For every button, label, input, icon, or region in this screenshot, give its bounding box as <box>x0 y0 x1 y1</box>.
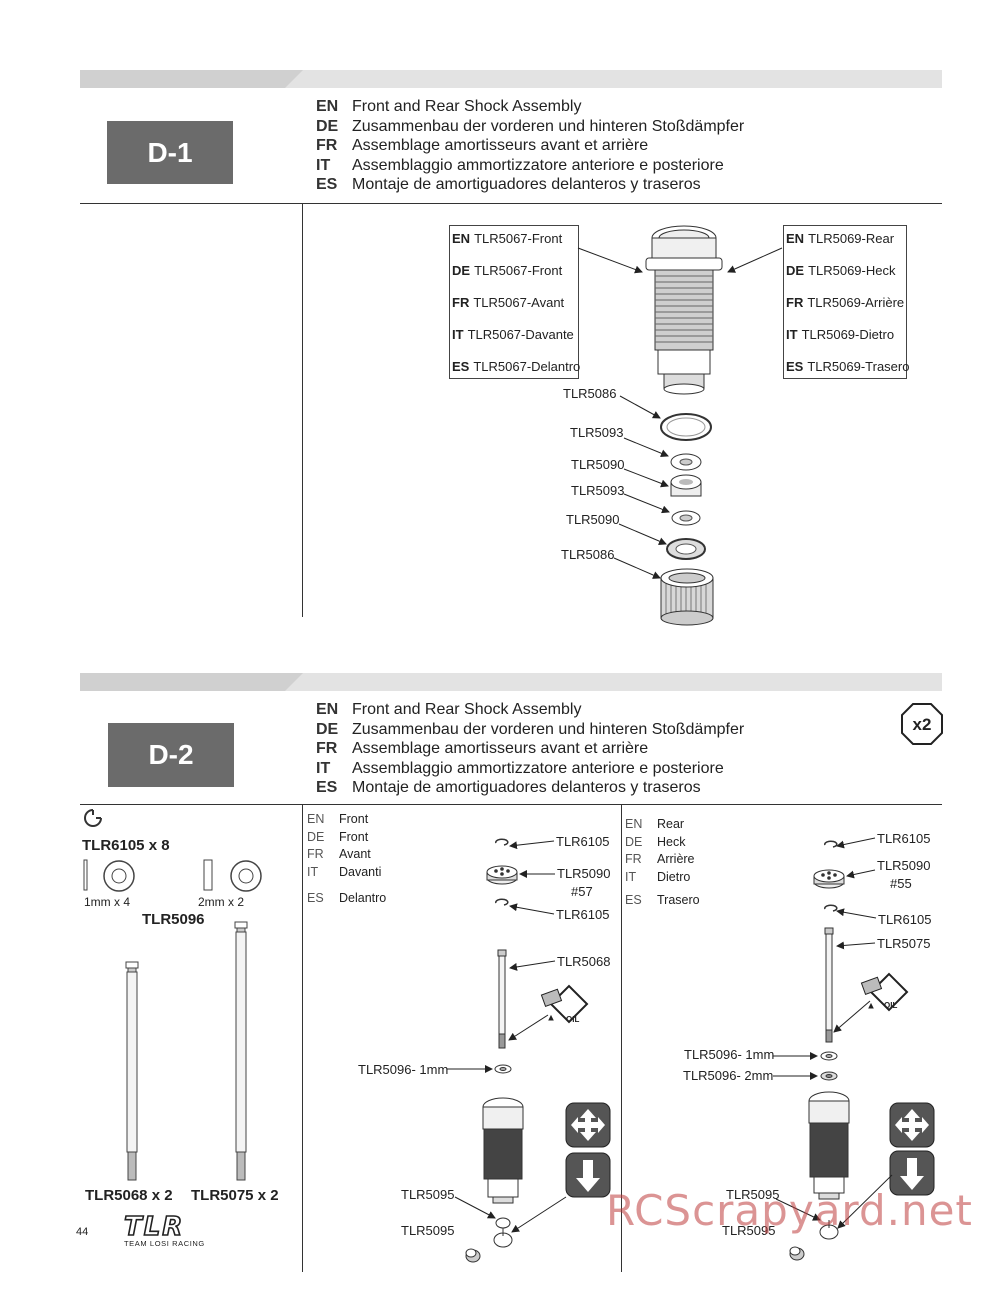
tlr-logo: TLR TEAM LOSI RACING <box>123 1211 205 1248</box>
part-label-tlr5090-b: TLR5090 <box>566 512 620 527</box>
rear-clip-top-label: TLR6105 <box>877 831 931 846</box>
shaft-front-label: TLR5068 x 2 <box>85 1187 173 1204</box>
front-end-label-a: TLR5095 <box>401 1187 455 1202</box>
washer-1mm-label: 1mm x 4 <box>84 895 131 909</box>
svg-text:OIL: OIL <box>566 1015 579 1024</box>
step-label-d1: D-1 <box>107 121 233 184</box>
rear-piston-label: TLR5090 <box>877 858 931 873</box>
rear-shock-parts <box>789 840 850 1261</box>
washer-2mm-label: 2mm x 2 <box>198 895 245 909</box>
svg-text:OIL: OIL <box>884 1001 897 1010</box>
front-piston-label: TLR5090 <box>557 866 611 881</box>
push-down-icon <box>565 1152 611 1198</box>
rear-shaft-label: TLR5075 <box>877 936 931 951</box>
quantity-x2-badge: x2 <box>901 703 943 745</box>
site-watermark: RCScrapyard.net <box>606 1186 973 1235</box>
column-divider-d2-right <box>621 804 622 1272</box>
divider-d2 <box>80 804 942 805</box>
front-clip-top-label: TLR6105 <box>556 834 610 849</box>
front-shock-parts <box>465 838 524 1263</box>
shaft-rear-label: TLR5075 x 2 <box>191 1187 279 1204</box>
part-label-tlr5090-a: TLR5090 <box>571 457 625 472</box>
svg-text:TEAM LOSI RACING: TEAM LOSI RACING <box>124 1239 205 1248</box>
shock-assembly-diagram: OIL OIL <box>447 837 935 1263</box>
column-divider-d2-left <box>302 804 303 1272</box>
shock-body-exploded-diagram <box>577 225 783 626</box>
svg-text:TLR: TLR <box>124 1212 184 1242</box>
part-label-tlr5093-b: TLR5093 <box>571 483 625 498</box>
washers-illustration <box>83 859 262 892</box>
front-piston-number: #57 <box>571 884 593 899</box>
rear-end-label-a: TLR5095 <box>726 1187 780 1202</box>
shock-shafts-illustration <box>125 921 248 1181</box>
push-down-icon <box>889 1150 935 1196</box>
oil-icon: OIL <box>860 972 909 1012</box>
move-arrows-icon <box>889 1102 935 1148</box>
rear-clip-bottom-label: TLR6105 <box>878 912 932 927</box>
section-band-d2 <box>80 673 942 691</box>
svg-text:x2: x2 <box>913 715 932 734</box>
front-clip-bottom-label: TLR6105 <box>556 907 610 922</box>
move-arrows-icon <box>565 1102 611 1148</box>
oil-icon: OIL <box>540 984 589 1024</box>
rear-end-label-b: TLR5095 <box>722 1223 776 1238</box>
divider-d1 <box>80 203 942 204</box>
section-band-d1 <box>80 70 942 88</box>
front-washer-label: TLR5096- 1mm <box>358 1062 449 1077</box>
e-clip-icon <box>84 809 102 827</box>
shock-cap-part <box>660 568 714 626</box>
part-label-tlr5086-a: TLR5086 <box>563 386 617 401</box>
page-number: 44 <box>76 1226 89 1238</box>
part-label-tlr5093-a: TLR5093 <box>570 425 624 440</box>
clip-quantity-label: TLR6105 x 8 <box>82 837 170 854</box>
rear-washer-label-a: TLR5096- 1mm <box>684 1047 775 1062</box>
washer-part-label: TLR5096 <box>142 911 205 928</box>
rear-washer-label-b: TLR5096- 2mm <box>683 1068 774 1083</box>
front-shaft-label: TLR5068 <box>557 954 611 969</box>
column-divider-d1 <box>302 203 303 617</box>
front-end-label-b: TLR5095 <box>401 1223 455 1238</box>
rear-piston-number: #55 <box>890 876 912 891</box>
part-label-tlr5086-b: TLR5086 <box>561 547 615 562</box>
step-label-d2: D-2 <box>108 723 234 787</box>
shock-body <box>645 225 723 395</box>
